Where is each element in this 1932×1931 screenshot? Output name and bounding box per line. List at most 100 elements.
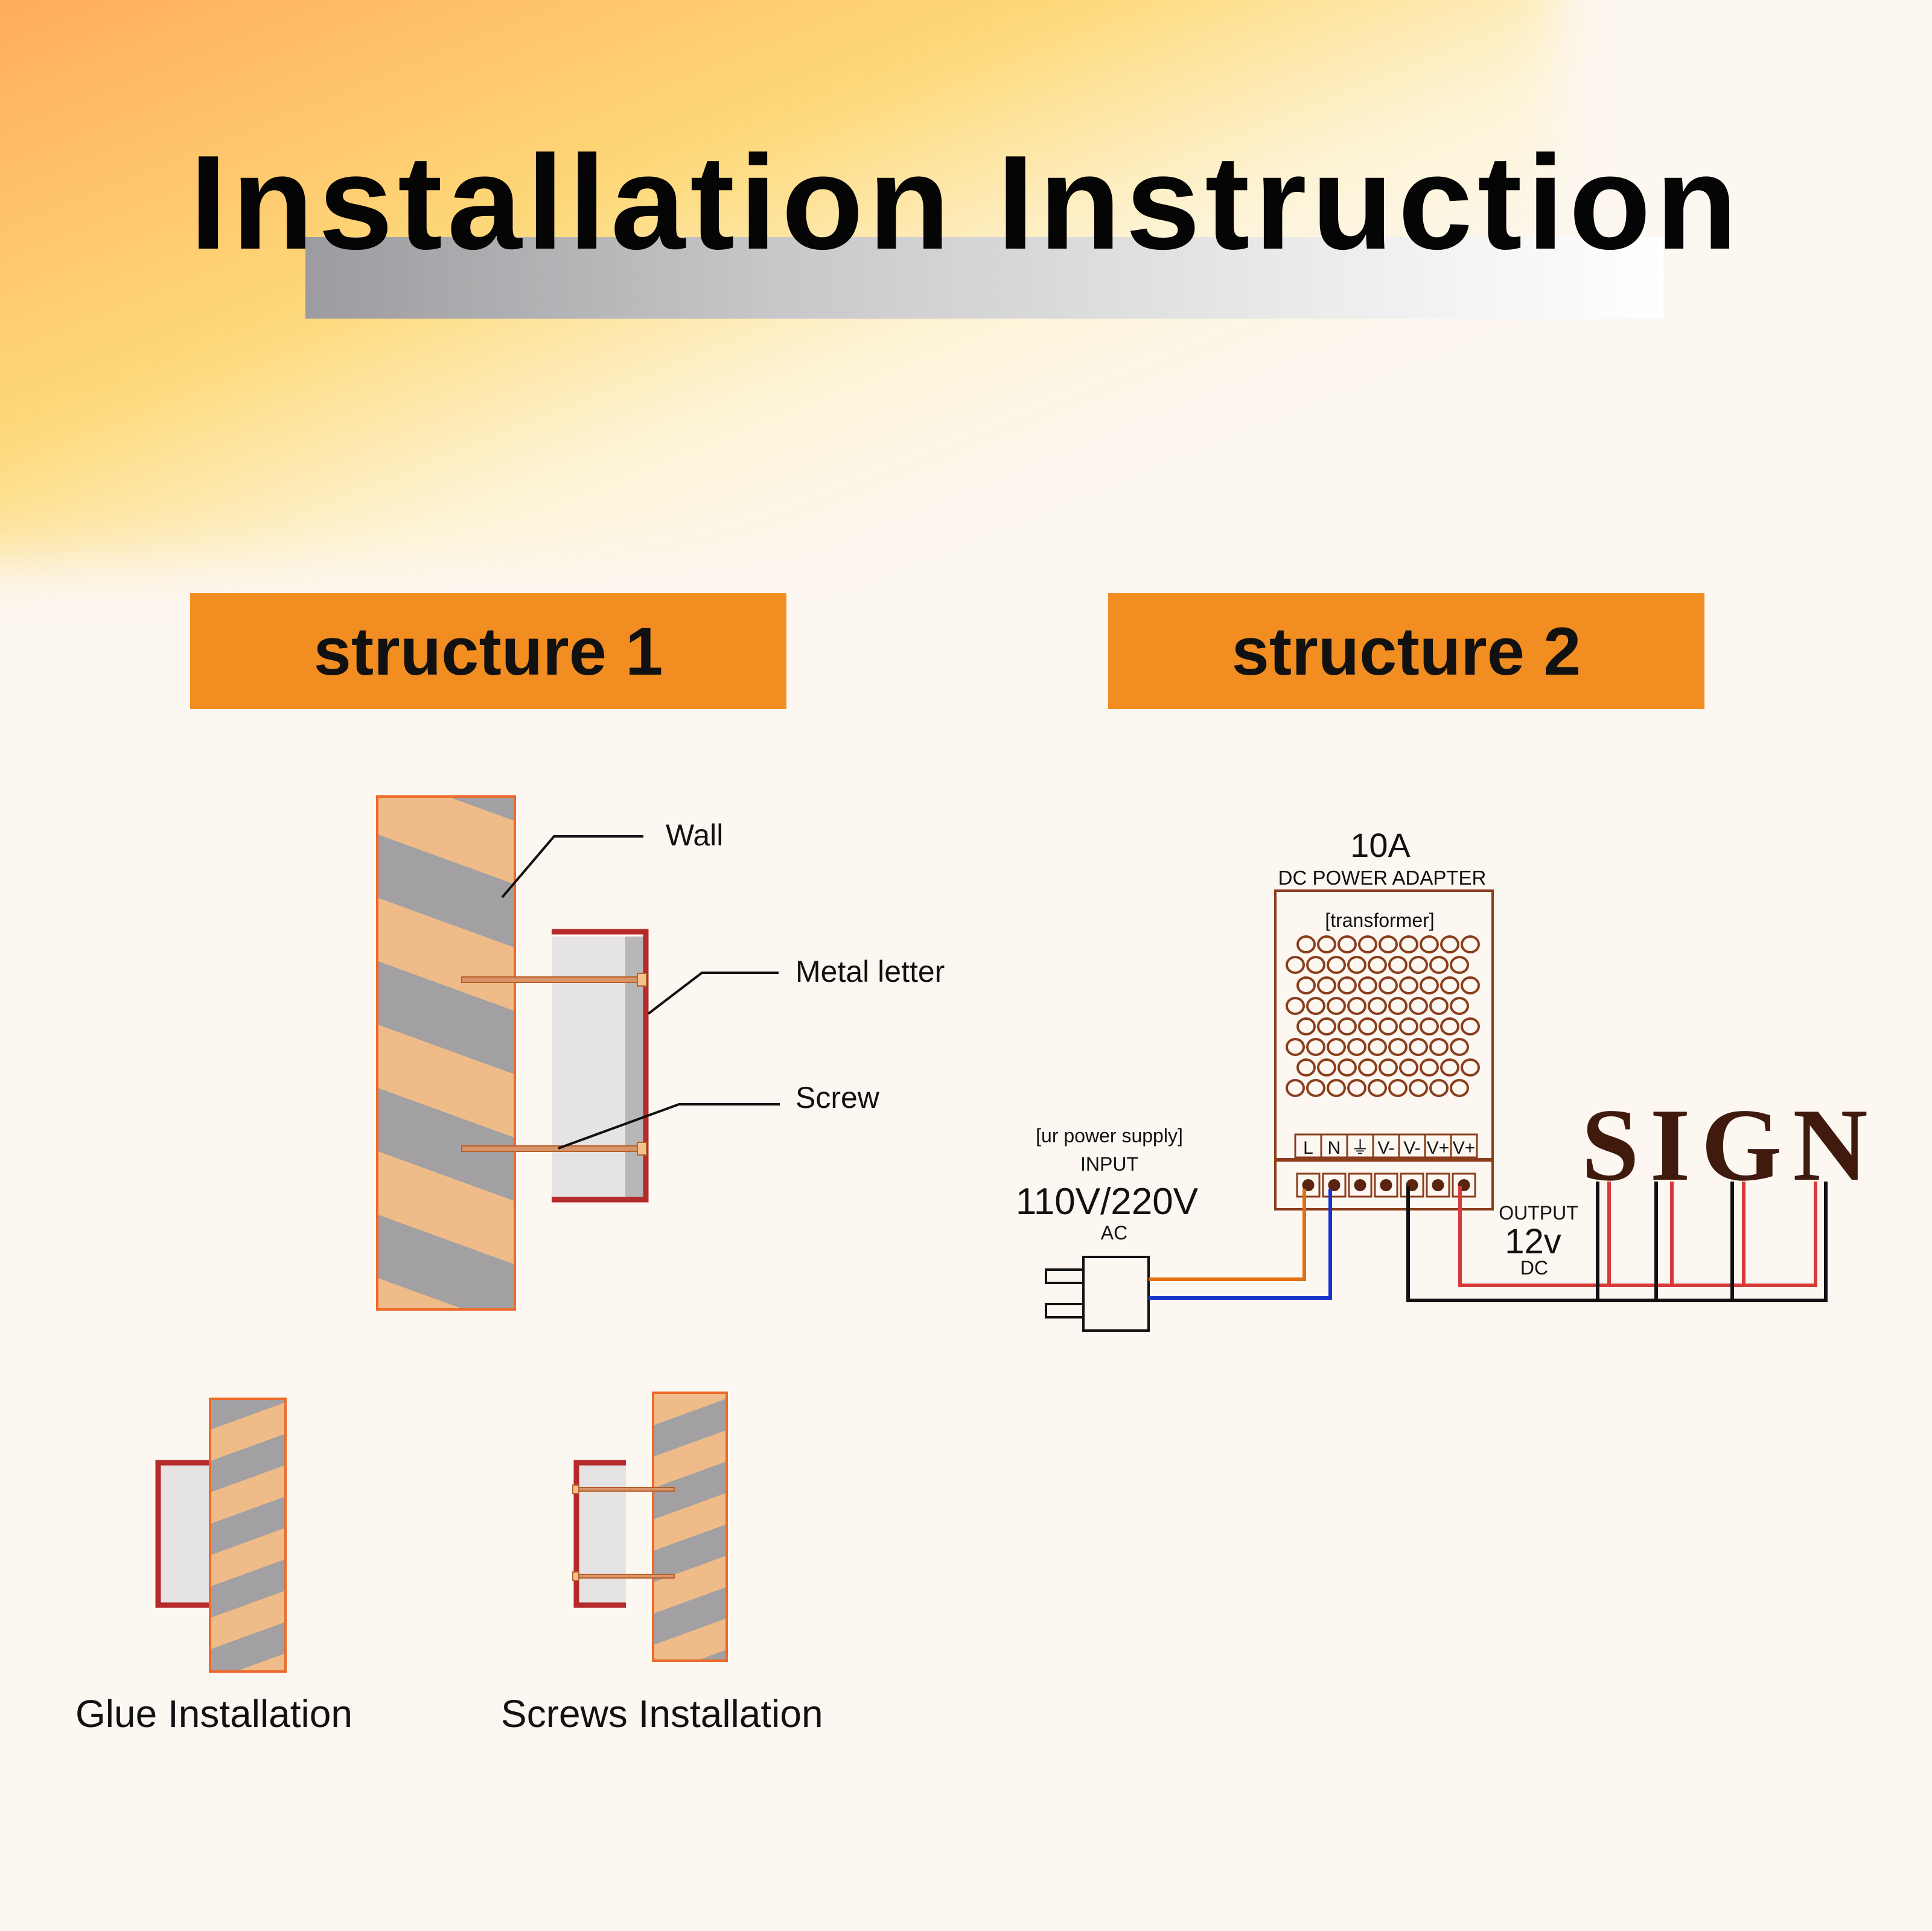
screw-top [461,976,643,983]
screw-bottom-head [637,1142,647,1156]
vent-hole [1317,935,1336,953]
vent-hole [1347,956,1366,974]
vent-hole [1317,1017,1336,1035]
adapter-vent-grid [1286,935,1480,1097]
vent-hole [1379,935,1398,953]
vent-hole [1327,956,1346,974]
vent-hole [1358,1058,1377,1077]
vent-hole [1388,956,1408,974]
vent-hole [1429,1079,1449,1097]
vent-hole [1317,1058,1336,1077]
vent-hole [1461,935,1480,953]
vent-hole [1420,935,1439,953]
vent-hole [1296,1058,1316,1077]
ac-plug [1045,1256,1150,1332]
vent-hole [1286,1038,1305,1056]
vent-hole [1388,997,1408,1015]
wall-section-diagram: Wall Metal letter Screw [376,795,945,1311]
terminal-screw [1302,1179,1315,1191]
screws-screw-top [576,1487,675,1492]
screw-bottom [461,1145,643,1152]
terminal-label-box [1424,1133,1452,1159]
sign-text: SIGN [1581,1088,1879,1203]
vent-hole [1429,1038,1449,1056]
vent-hole [1399,976,1418,994]
terminal-screw [1354,1179,1366,1191]
metal-letter-label: Metal letter [795,955,945,988]
screws-installation-caption: Screws Installation [501,1692,823,1735]
vent-hole [1388,1079,1408,1097]
vent-hole [1399,1017,1418,1035]
vent-hole [1429,997,1449,1015]
vent-hole [1450,997,1469,1015]
terminal-label-box [1372,1133,1400,1159]
terminal-label: L [1303,1138,1313,1158]
vent-hole [1409,997,1428,1015]
ac-wire-live [1149,1189,1306,1281]
vent-hole [1337,935,1357,953]
vent-hole [1368,1079,1387,1097]
vent-hole [1286,956,1305,974]
vent-hole [1461,1058,1480,1077]
vent-hole [1327,997,1346,1015]
terminal-label: V+ [1427,1138,1450,1158]
input-voltage: 110V/220V [1016,1181,1199,1223]
output-type: DC [1520,1257,1548,1279]
vent-hole [1327,1079,1346,1097]
vent-hole [1306,1079,1325,1097]
vent-hole [1368,956,1387,974]
vent-hole [1337,1058,1357,1077]
terminal-label: V- [1403,1138,1420,1158]
vent-hole [1440,1058,1459,1077]
terminal-screw [1432,1179,1444,1191]
vent-hole [1347,997,1366,1015]
vent-hole [1368,997,1387,1015]
vent-hole [1286,997,1305,1015]
title-underline-bar [305,237,1663,319]
vent-hole [1450,1038,1469,1056]
vent-hole [1420,1017,1439,1035]
screw-label: Screw [795,1081,880,1115]
screws-letter-face [576,1465,626,1603]
page-title: Installation Instruction [190,128,1742,278]
input-note: [ur power supply] [1036,1125,1183,1147]
screws-screw-bottom [576,1574,675,1579]
vent-hole [1358,1017,1377,1035]
terminal-label: ⏚ [1351,1138,1369,1158]
plug-body [1082,1256,1150,1332]
vent-hole [1388,1038,1408,1056]
screw-top-head [637,973,647,987]
terminal-screw [1380,1179,1392,1191]
glue-letter-face [158,1465,209,1605]
metal-letter-face [552,937,630,1197]
vent-hole [1306,997,1325,1015]
vent-hole [1296,1017,1316,1035]
glue-wall [209,1398,287,1673]
screws-wall [652,1392,728,1662]
vent-hole [1337,976,1357,994]
vent-hole [1420,1058,1439,1077]
vent-hole [1368,1038,1387,1056]
output-voltage: 12v [1505,1222,1561,1261]
screws-screw-bottom-head [572,1571,579,1581]
screws-screw-top-head [572,1484,579,1494]
wall-label: Wall [666,818,723,852]
input-type: AC [1101,1222,1127,1244]
vent-hole [1461,1017,1480,1035]
vent-hole [1440,1017,1459,1035]
vent-hole [1327,1038,1346,1056]
vent-hole [1379,1017,1398,1035]
terminal-label: V- [1377,1138,1394,1158]
vent-hole [1409,1079,1428,1097]
vent-hole [1306,956,1325,974]
terminal-screw-box [1426,1172,1450,1198]
terminal-screw [1328,1179,1341,1191]
input-label: INPUT [1080,1153,1138,1175]
output-label: OUTPUT [1499,1202,1578,1224]
structure-1-banner: structure 1 [190,593,786,709]
vent-hole [1358,935,1377,953]
vent-hole [1461,976,1480,994]
dc-positive-bus [1458,1182,1817,1287]
vent-hole [1450,956,1469,974]
